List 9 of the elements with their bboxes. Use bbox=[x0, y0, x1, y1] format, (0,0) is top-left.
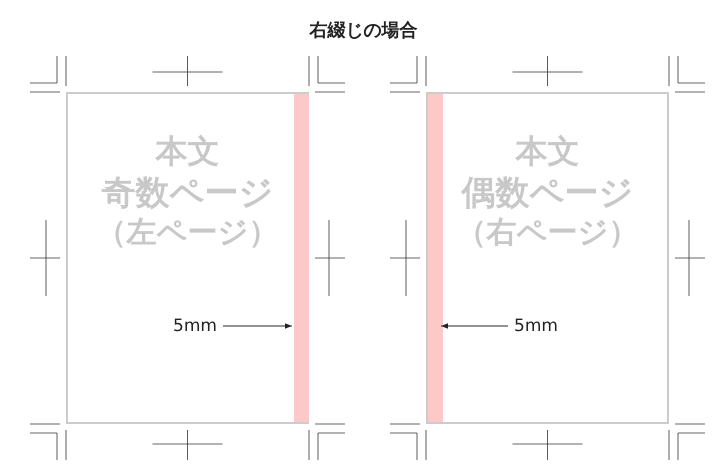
dimension-label: 5mm bbox=[173, 316, 221, 340]
dimension-label: 5mm bbox=[514, 316, 562, 340]
page-outline bbox=[426, 92, 669, 424]
leader-arrow bbox=[222, 323, 292, 329]
leader-arrow bbox=[440, 323, 508, 329]
diagram-title: 右綴じの場合 bbox=[308, 19, 418, 42]
binding-margin-strip bbox=[294, 94, 309, 422]
binding-margin-strip bbox=[428, 94, 443, 422]
page-outline bbox=[66, 92, 309, 424]
